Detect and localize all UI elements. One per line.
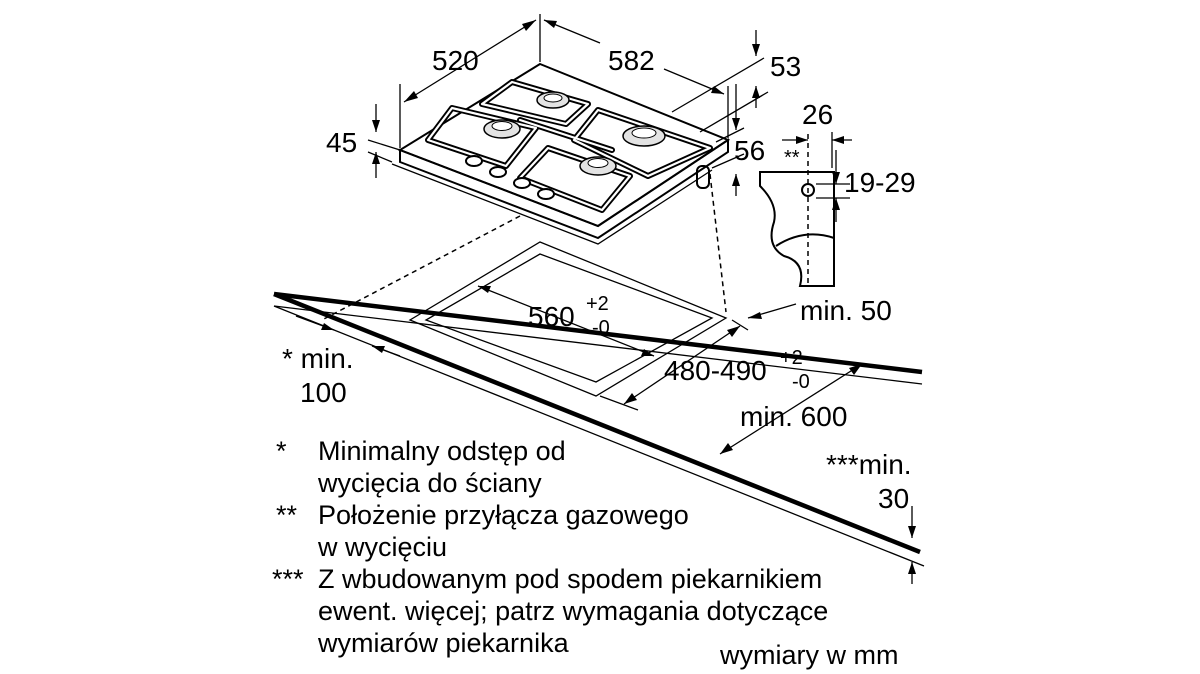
dim-min-below-line1: ***min. [826,449,912,480]
dim-min-wall-line1: * min. [282,343,354,374]
note-1-line-1: Minimalny odstęp od [318,436,566,466]
dimension-min-50: min. 50 [747,295,892,326]
dim-cutout-width-tol-minus: -0 [592,317,610,339]
dimension-width-582: 582 [543,19,729,138]
dimension-cutout-480-490: 480-490 +2 -0 [599,319,810,411]
note-marker-2: ** [276,500,298,530]
notes-legend: * Minimalny odstęp od wycięcia do ściany… [272,436,828,658]
note-marker-1: * [276,436,287,466]
note-2-line-1: Położenie przyłącza gazowego [318,500,689,530]
dim-min-depth-label: min. 600 [740,401,847,432]
dim-min-front-label: min. 50 [800,295,892,326]
note-3-line-3: wymiarów piekarnika [317,628,570,658]
dim-conn-height-label: 19-29 [844,167,916,198]
countertop [273,173,925,567]
hob-base [391,163,713,245]
dim-cutout-depth-label: 480-490 [664,355,767,386]
control-knobs [465,155,555,200]
dim-width-label: 582 [608,45,655,76]
dim-gas-label: 56 [734,135,765,166]
dim-cutout-width-label: 560 [528,301,575,332]
dim-min-below-line2: 30 [878,483,909,514]
dim-cutout-depth-tol-plus: +2 [780,347,803,369]
dimension-cutout-560: 560 +2 -0 [477,285,655,357]
dim-conn-width-label: 26 [802,99,833,130]
dimension-side-53: 53 [671,30,801,133]
dim-side-label: 53 [770,51,801,82]
note-3-line-2: ewent. więcej; patrz wymagania dotyczące [318,596,828,626]
dimension-min-100: * min. 100 [282,315,401,408]
note-3-line-1: Z wbudowanym pod spodem piekarnikiem [318,564,822,594]
dimension-height-45: 45 [326,104,401,178]
note-1-line-2: wycięcia do ściany [317,468,542,498]
note-marker-3: *** [272,564,304,594]
dim-min-wall-line2: 100 [300,377,347,408]
conn-position-marker: ** [784,147,800,169]
gas-connection-detail: 26 ** 19-29 [759,99,916,287]
cutout-inner [424,253,714,383]
cutout-outline [408,241,728,397]
dimension-depth-520: 520 [399,14,541,148]
dimension-min-30: ***min. 30 [826,449,916,584]
dimension-gas-56: 56 [711,84,765,196]
burners [483,91,666,176]
dim-cutout-width-tol-plus: +2 [586,293,609,315]
dim-depth-label: 520 [432,45,479,76]
gas-connector-stub [696,165,710,189]
note-2-line-2: w wycięciu [317,532,447,562]
gas-hob [391,62,731,245]
units-label: wymiary w mm [719,640,898,670]
dim-cutout-depth-tol-minus: -0 [792,371,810,393]
dim-height-label: 45 [326,127,357,158]
dimension-min-600: min. 600 [719,363,863,455]
hob-plate-edge [399,138,729,240]
